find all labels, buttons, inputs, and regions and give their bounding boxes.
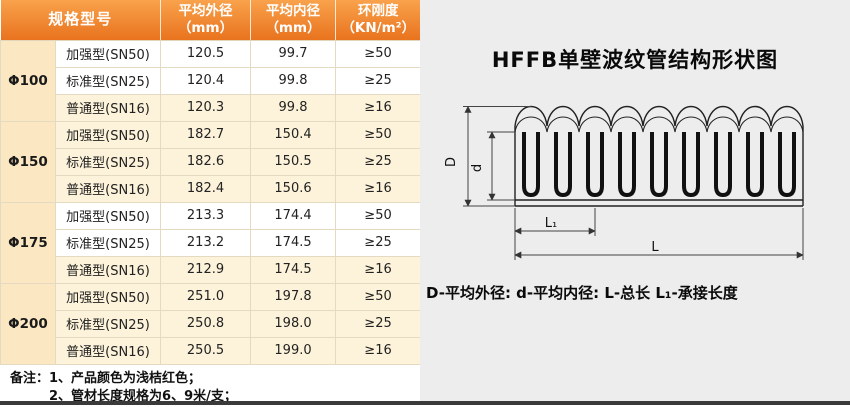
stiffness-cell: ≥25 <box>335 228 422 257</box>
od-cell: 120.3 <box>160 93 252 122</box>
table-row: 标准型(SN25) 250.8 198.0 ≥25 <box>1 309 422 338</box>
stiffness-cell: ≥50 <box>335 120 422 149</box>
corrugation-ribs <box>522 132 796 197</box>
diameter-cell: Φ200 <box>0 282 56 365</box>
od-cell: 212.9 <box>160 255 252 284</box>
dim-label-D: D <box>444 157 459 167</box>
id-cell: 99.7 <box>250 39 337 68</box>
diagram-caption: D-平均外径: d-平均内径: L-总长 L₁-承接长度 <box>426 284 738 302</box>
od-cell: 213.2 <box>160 228 252 257</box>
stiffness-cell: ≥25 <box>335 147 422 176</box>
stiffness-cell: ≥25 <box>335 309 422 338</box>
bottom-divider <box>0 401 850 405</box>
remark-line-2: 2、管材长度规格为6、9米/支； <box>49 389 237 405</box>
id-cell: 150.5 <box>250 147 337 176</box>
dim-label-L: L <box>651 240 659 255</box>
id-cell: 197.8 <box>250 282 337 311</box>
type-cell: 标准型(SN25) <box>54 309 162 338</box>
type-cell: 普通型(SN16) <box>54 255 162 284</box>
od-cell: 213.3 <box>160 201 252 230</box>
table-row: Φ150 加强型(SN50) 182.7 150.4 ≥50 <box>0 120 422 203</box>
diameter-cell: Φ175 <box>0 201 56 284</box>
id-cell: 198.0 <box>250 309 337 338</box>
type-cell: 普通型(SN16) <box>54 336 162 365</box>
type-cell: 加强型(SN50) <box>54 282 162 311</box>
id-cell: 99.8 <box>250 93 337 122</box>
od-cell: 251.0 <box>160 282 252 311</box>
spec-table-pane: 规格型号 平均外径 （mm） 平均内径 （mm） 环刚度 （KN/m²） Φ10… <box>0 0 422 404</box>
dim-label-L1: L₁ <box>545 216 557 231</box>
stiffness-cell: ≥50 <box>335 201 422 230</box>
od-cell: 250.8 <box>160 309 252 338</box>
table-row: 普通型(SN16) 250.5 199.0 ≥16 <box>1 336 422 365</box>
table-row: 标准型(SN25) 182.6 150.5 ≥25 <box>1 147 422 176</box>
diagram-title: HFFB单壁波纹管结构形状图 <box>491 48 779 72</box>
diagram-panel: HFFB单壁波纹管结构形状图 <box>420 0 850 401</box>
stiffness-cell: ≥16 <box>335 255 422 284</box>
type-cell: 标准型(SN25) <box>54 228 162 257</box>
table-row: 标准型(SN25) 120.4 99.8 ≥25 <box>1 66 422 95</box>
type-cell: 标准型(SN25) <box>54 66 162 95</box>
header-od-line2: （mm） <box>177 19 234 36</box>
od-cell: 120.4 <box>160 66 252 95</box>
dimension-labels: D d L₁ L <box>444 157 659 255</box>
stiffness-cell: ≥16 <box>335 93 422 122</box>
id-cell: 199.0 <box>250 336 337 365</box>
od-cell: 182.7 <box>160 120 252 149</box>
table-row: 普通型(SN16) 182.4 150.6 ≥16 <box>1 174 422 203</box>
header-od-line1: 平均外径 <box>178 2 233 19</box>
table-row: 标准型(SN25) 213.2 174.5 ≥25 <box>1 228 422 257</box>
stiffness-cell: ≥16 <box>335 174 422 203</box>
od-cell: 182.6 <box>160 147 252 176</box>
od-cell: 120.5 <box>160 39 252 68</box>
table-row: Φ175 加强型(SN50) 213.3 174.4 ≥50 <box>0 201 422 284</box>
diameter-cell: Φ150 <box>0 120 56 203</box>
table-header-row: 规格型号 平均外径 （mm） 平均内径 （mm） 环刚度 （KN/m²） <box>0 0 421 41</box>
type-cell: 加强型(SN50) <box>54 201 162 230</box>
table-row: Φ200 加强型(SN50) 251.0 197.8 ≥50 <box>0 282 422 365</box>
stiffness-cell: ≥25 <box>335 66 422 95</box>
id-cell: 150.4 <box>250 120 337 149</box>
header-id-line2: （mm） <box>265 19 321 36</box>
stiffness-cell: ≥16 <box>335 336 422 365</box>
header-spec-model: 规格型号 <box>0 0 162 41</box>
header-id-line1: 平均内径 <box>266 2 321 19</box>
pipe-outline <box>514 106 804 207</box>
remarks: 备注：1、产品颜色为浅桔红色； 2、管材长度规格为6、9米/支； <box>0 364 420 404</box>
remarks-label: 备注： <box>10 370 50 386</box>
header-avg-inner-diameter: 平均内径 （mm） <box>250 0 337 41</box>
diagram-wrap: D d L₁ L <box>420 84 850 278</box>
id-cell: 150.6 <box>250 174 337 203</box>
stiffness-cell: ≥50 <box>335 282 422 311</box>
id-cell: 174.4 <box>250 201 337 230</box>
type-cell: 加强型(SN50) <box>54 39 162 68</box>
spec-table: 规格型号 平均外径 （mm） 平均内径 （mm） 环刚度 （KN/m²） Φ10… <box>0 0 422 365</box>
header-avg-outer-diameter: 平均外径 （mm） <box>160 0 252 41</box>
type-cell: 普通型(SN16) <box>54 93 162 122</box>
table-row: Φ100 加强型(SN50) 120.5 99.7 ≥50 <box>0 39 422 122</box>
header-ks-line1: 环刚度 <box>358 2 399 19</box>
id-cell: 99.8 <box>250 66 337 95</box>
diameter-cell: Φ100 <box>0 39 56 122</box>
dim-label-d: d <box>470 164 485 172</box>
corrugated-pipe-diagram: D d L₁ L <box>444 105 804 260</box>
header-ring-stiffness: 环刚度 （KN/m²） <box>335 0 421 41</box>
type-cell: 普通型(SN16) <box>54 174 162 203</box>
header-ks-line2: （KN/m²） <box>341 19 416 36</box>
od-cell: 250.5 <box>160 336 252 365</box>
type-cell: 标准型(SN25) <box>54 147 162 176</box>
table-row: 普通型(SN16) 212.9 174.5 ≥16 <box>1 255 422 284</box>
type-cell: 加强型(SN50) <box>54 120 162 149</box>
id-cell: 174.5 <box>250 228 337 257</box>
remark-text-1: 1、产品颜色为浅桔红色； <box>49 370 202 386</box>
od-cell: 182.4 <box>160 174 252 203</box>
table-row: 普通型(SN16) 120.3 99.8 ≥16 <box>1 93 422 122</box>
remark-line-1: 备注：1、产品颜色为浅桔红色； <box>10 370 420 389</box>
dimension-lines <box>463 105 804 260</box>
stiffness-cell: ≥50 <box>335 39 422 68</box>
id-cell: 174.5 <box>250 255 337 284</box>
